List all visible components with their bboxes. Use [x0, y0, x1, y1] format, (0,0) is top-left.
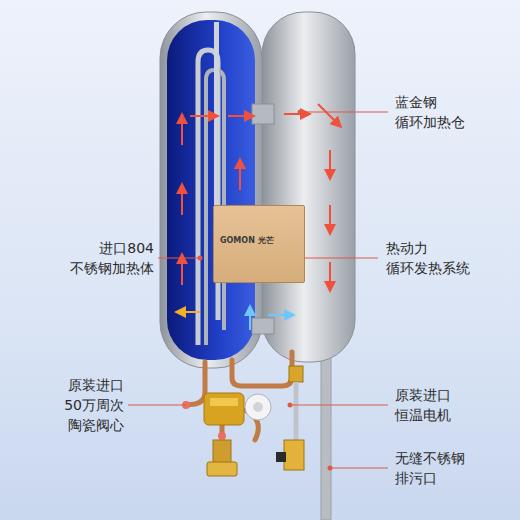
- callout-label: 热动力 循环发热系统: [386, 238, 470, 278]
- callout-label: 进口804 不锈钢加热体: [70, 238, 154, 278]
- control-box: GOMON 光芒: [213, 205, 305, 283]
- callout-label: 蓝金钢 循环加热仓: [395, 92, 465, 132]
- brand-logo: GOMON 光芒: [220, 235, 300, 246]
- callout-label: 原装进口 恒温电机: [395, 385, 451, 425]
- callout-label: 原装进口 50万周次 陶瓷阀心: [64, 375, 124, 435]
- callout-label: 无缝不锈钢 排污口: [395, 448, 465, 488]
